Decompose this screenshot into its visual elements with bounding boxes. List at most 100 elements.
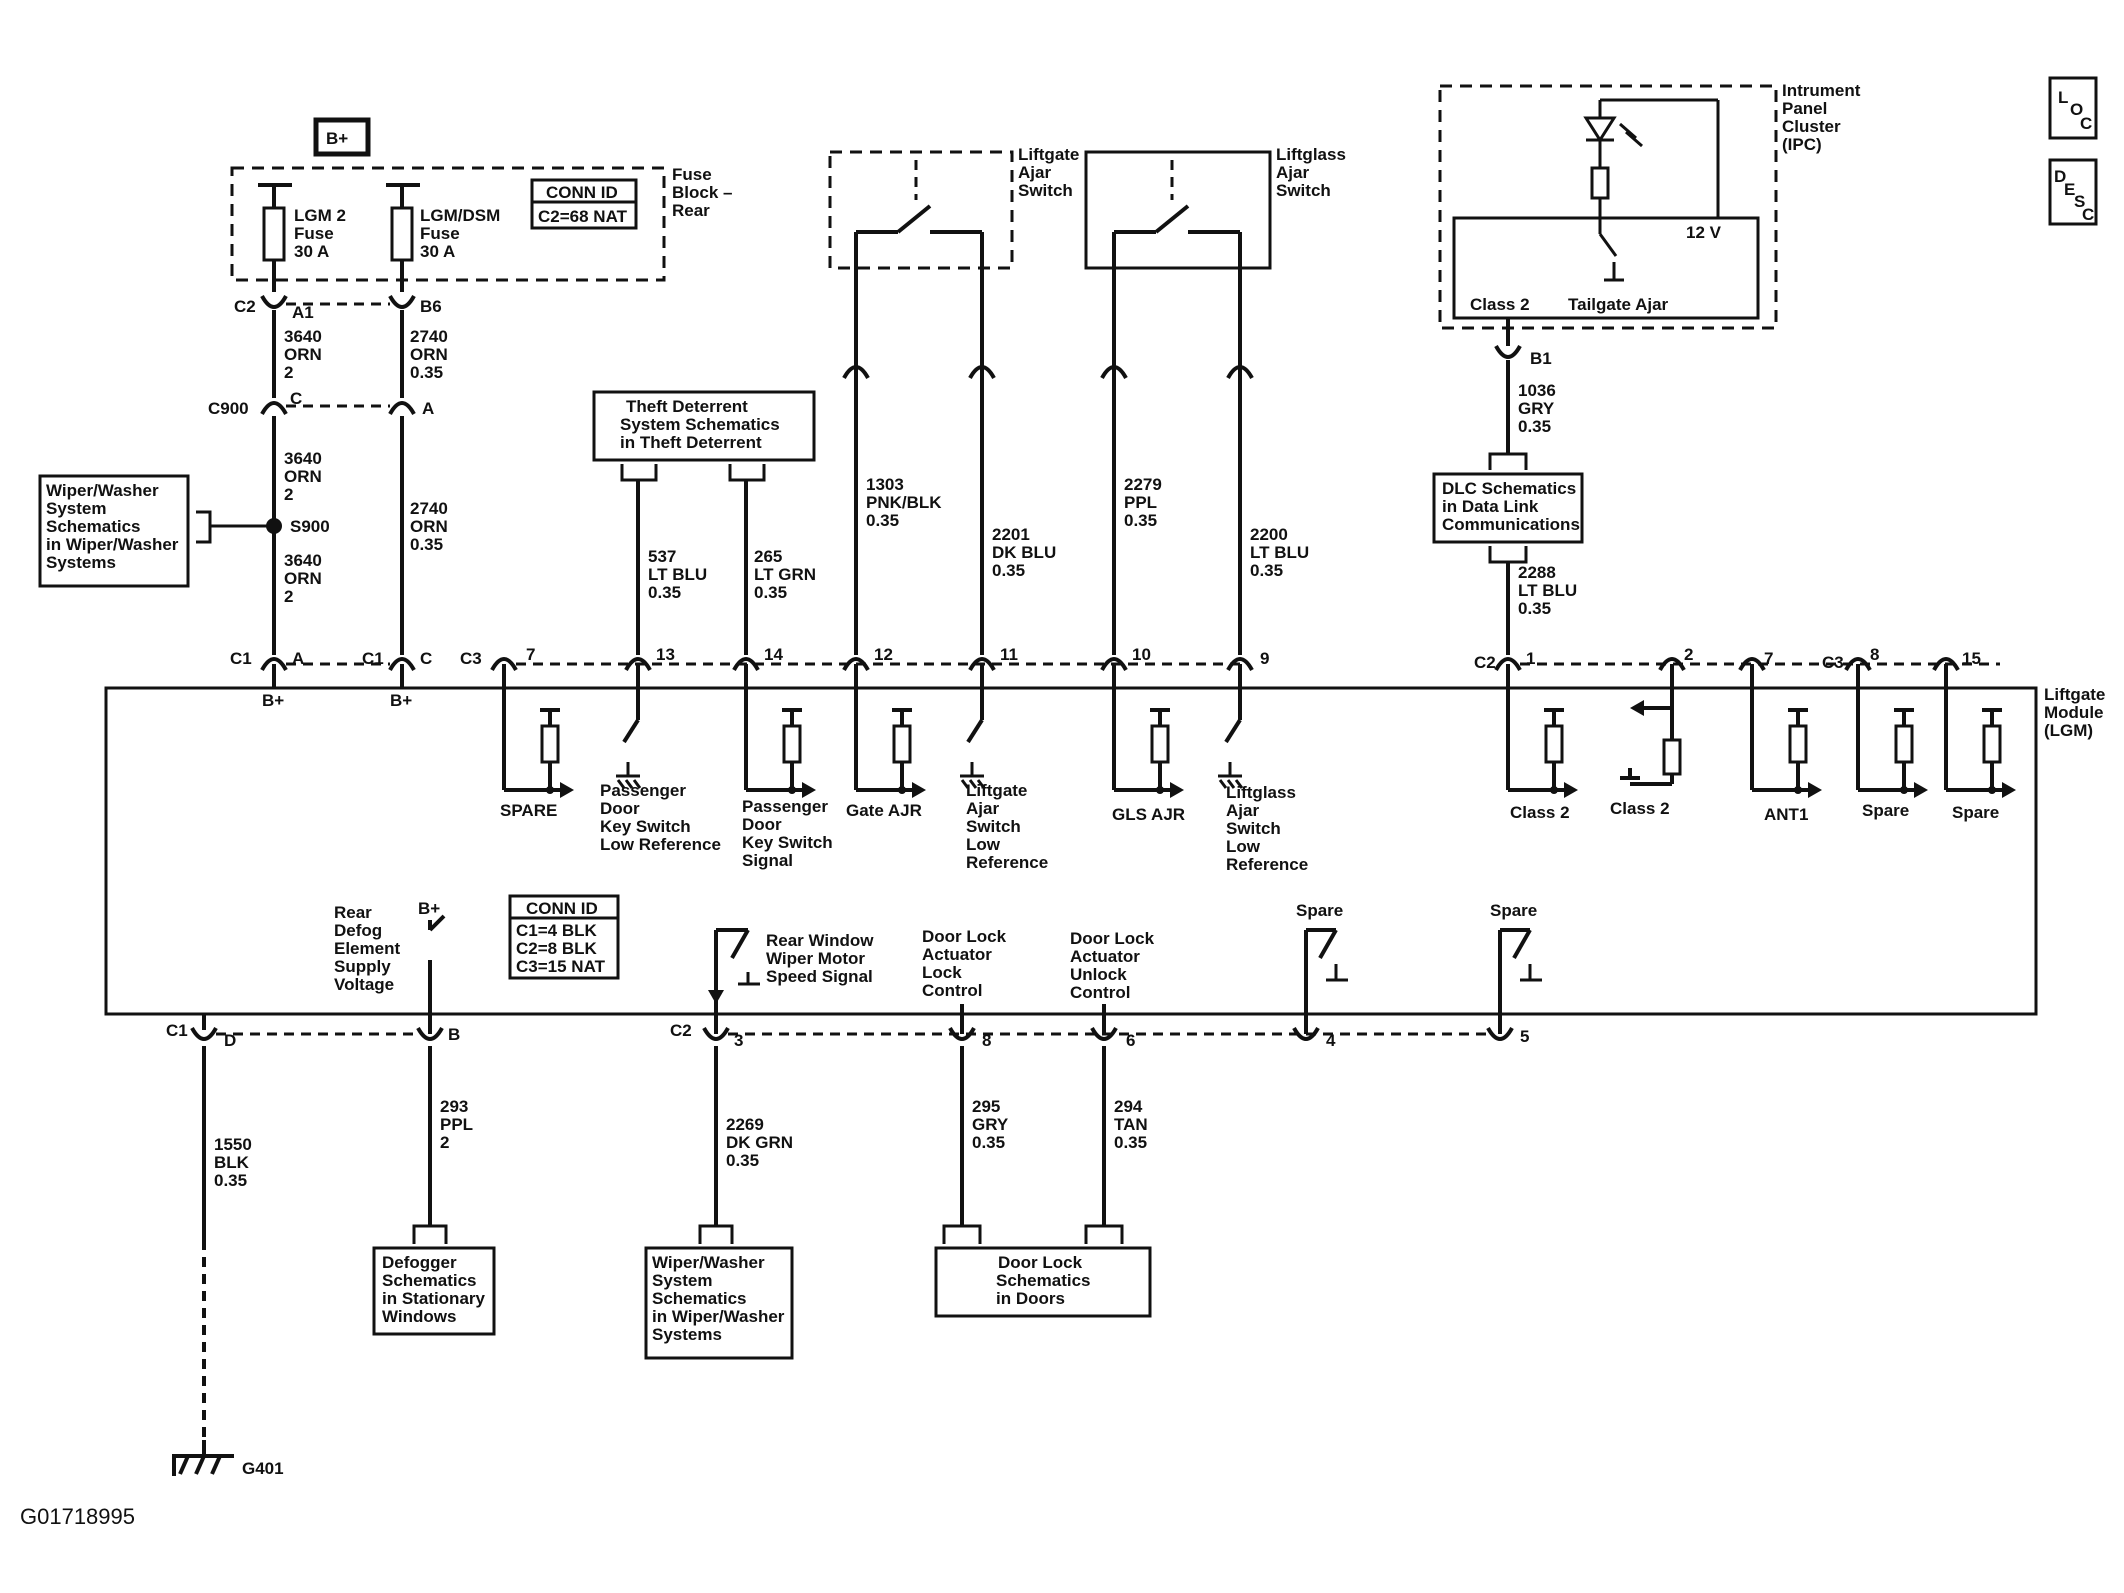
svg-text:Systems: Systems [652, 1325, 722, 1344]
desc-icon[interactable]: D E S C [2048, 158, 2098, 226]
pullup-resistor-circuit [1506, 676, 1578, 798]
liftglass-ajar-switch: Liftglass Ajar Switch [1084, 145, 1346, 388]
svg-text:PPL: PPL [440, 1115, 473, 1134]
svg-text:1550: 1550 [214, 1135, 252, 1154]
svg-text:Unlock: Unlock [1070, 965, 1127, 984]
ref-theft-deterrent[interactable]: Theft Deterrent System Schematics in The… [592, 390, 816, 462]
svg-text:Schematics: Schematics [652, 1289, 747, 1308]
svg-text:Liftgate: Liftgate [2044, 685, 2105, 704]
svg-text:6: 6 [1126, 1031, 1135, 1050]
pullup-resistor-circuit [1944, 676, 2016, 798]
svg-text:Rear: Rear [672, 201, 710, 220]
wire-295: 295 GRY 0.35 [972, 1097, 1009, 1152]
svg-text:L: L [2058, 88, 2068, 107]
conn-c2-pin-b6 [388, 294, 416, 309]
connector-cup-top [1100, 657, 1128, 672]
wire-2201: 2201 DK BLU 0.35 [992, 525, 1056, 580]
connector-cup-top [1226, 657, 1254, 672]
wire-2740-b: 2740 ORN 0.35 [410, 499, 448, 554]
svg-text:Liftglass: Liftglass [1226, 783, 1296, 802]
svg-text:Reference: Reference [1226, 855, 1308, 874]
svg-text:B6: B6 [420, 297, 442, 316]
svg-text:PPL: PPL [1124, 493, 1157, 512]
liftgate-ajar-switch-low-ref: Liftgate Ajar Switch Low Reference [960, 676, 1048, 872]
svg-text:(IPC): (IPC) [1782, 135, 1822, 154]
svg-text:LGM/DSM: LGM/DSM [420, 206, 500, 225]
svg-text:2: 2 [284, 363, 293, 382]
wire-294: 294 TAN 0.35 [1114, 1097, 1148, 1152]
svg-text:B+: B+ [326, 129, 348, 148]
svg-text:8: 8 [982, 1031, 991, 1050]
figure-id: G01718995 [20, 1504, 135, 1529]
svg-text:2: 2 [440, 1133, 449, 1152]
ref-defogger[interactable]: Defogger Schematics in Stationary Window… [372, 1246, 496, 1336]
door-lock-unlock-control: Door Lock Actuator Unlock Control [1070, 929, 1155, 1034]
svg-text:GRY: GRY [1518, 399, 1555, 418]
svg-text:Signal: Signal [742, 851, 793, 870]
ref-dlc[interactable]: DLC Schematics in Data Link Communicatio… [1432, 472, 1584, 544]
lgm-internal-circuits [502, 676, 2016, 798]
svg-text:C2: C2 [670, 1021, 692, 1040]
svg-text:294: 294 [1114, 1097, 1143, 1116]
connector-cup-top [388, 657, 416, 672]
svg-text:Passenger: Passenger [600, 781, 686, 800]
svg-text:C: C [2080, 114, 2092, 133]
svg-text:Fuse: Fuse [294, 224, 334, 243]
ref-wiper-washer-bottom[interactable]: Wiper/Washer System Schematics in Wiper/… [644, 1246, 794, 1360]
svg-text:Class 2: Class 2 [1470, 295, 1530, 314]
svg-text:Low: Low [1226, 837, 1261, 856]
pullup-resistor-circuit [1750, 676, 1822, 798]
svg-text:2: 2 [284, 485, 293, 504]
svg-text:10: 10 [1132, 645, 1151, 664]
svg-text:Systems: Systems [46, 553, 116, 572]
svg-text:C1: C1 [166, 1021, 188, 1040]
svg-text:11: 11 [1000, 645, 1018, 664]
svg-text:O: O [2070, 100, 2083, 119]
svg-text:C1=4 BLK: C1=4 BLK [516, 921, 597, 940]
ground-g401: G401 [172, 1440, 284, 1478]
svg-text:12 V: 12 V [1686, 223, 1722, 242]
svg-text:D: D [2054, 167, 2066, 186]
pullup-resistor-circuit [1112, 676, 1184, 798]
svg-text:TAN: TAN [1114, 1115, 1148, 1134]
svg-text:0.35: 0.35 [648, 583, 681, 602]
loc-icon[interactable]: L O C [2048, 76, 2098, 140]
svg-text:B+: B+ [418, 899, 440, 918]
svg-text:Lock: Lock [922, 963, 962, 982]
svg-text:Key Switch: Key Switch [742, 833, 833, 852]
svg-text:0.35: 0.35 [410, 363, 443, 382]
svg-text:in Wiper/Washer: in Wiper/Washer [46, 535, 179, 554]
svg-text:C2=8 BLK: C2=8 BLK [516, 939, 597, 958]
svg-text:Spare: Spare [1490, 901, 1537, 920]
svg-text:Rear: Rear [334, 903, 372, 922]
connector-cup-top [1494, 657, 1522, 672]
svg-text:ORN: ORN [284, 569, 322, 588]
svg-text:E: E [2064, 180, 2075, 199]
connector-cup-top [968, 657, 996, 672]
svg-text:2201: 2201 [992, 525, 1030, 544]
lgm2-fuse: LGM 2 Fuse 30 A [258, 183, 346, 292]
svg-text:in Data Link: in Data Link [1442, 497, 1539, 516]
svg-text:3640: 3640 [284, 327, 322, 346]
ref-door-lock[interactable]: Door Lock Schematics in Doors [934, 1246, 1152, 1318]
svg-text:B+: B+ [262, 691, 284, 710]
svg-text:Switch: Switch [1226, 819, 1281, 838]
svg-text:Schematics: Schematics [996, 1271, 1091, 1290]
svg-text:7: 7 [1764, 649, 1773, 668]
ref-wiper-washer-top[interactable]: Wiper/Washer System Schematics in Wiper/… [38, 474, 190, 588]
svg-text:Reference: Reference [966, 853, 1048, 872]
svg-text:C: C [290, 389, 302, 408]
svg-text:0.35: 0.35 [1518, 599, 1551, 618]
svg-text:0.35: 0.35 [1114, 1133, 1147, 1152]
svg-text:12: 12 [874, 645, 893, 664]
svg-text:Defog: Defog [334, 921, 382, 940]
svg-text:Block –: Block – [672, 183, 732, 202]
liftgate-ajar-switch: Liftgate Ajar Switch [828, 145, 1079, 388]
svg-text:S: S [2074, 192, 2085, 211]
svg-text:0.35: 0.35 [1124, 511, 1157, 530]
wire-2269: 2269 DK GRN 0.35 [726, 1115, 793, 1170]
liftglass-ajar-switch-low-ref: Liftglass Ajar Switch Low Reference [1218, 676, 1308, 874]
wire-1036: 1036 GRY 0.35 [1518, 381, 1556, 436]
wire-537: 537 LT BLU 0.35 [648, 547, 707, 602]
